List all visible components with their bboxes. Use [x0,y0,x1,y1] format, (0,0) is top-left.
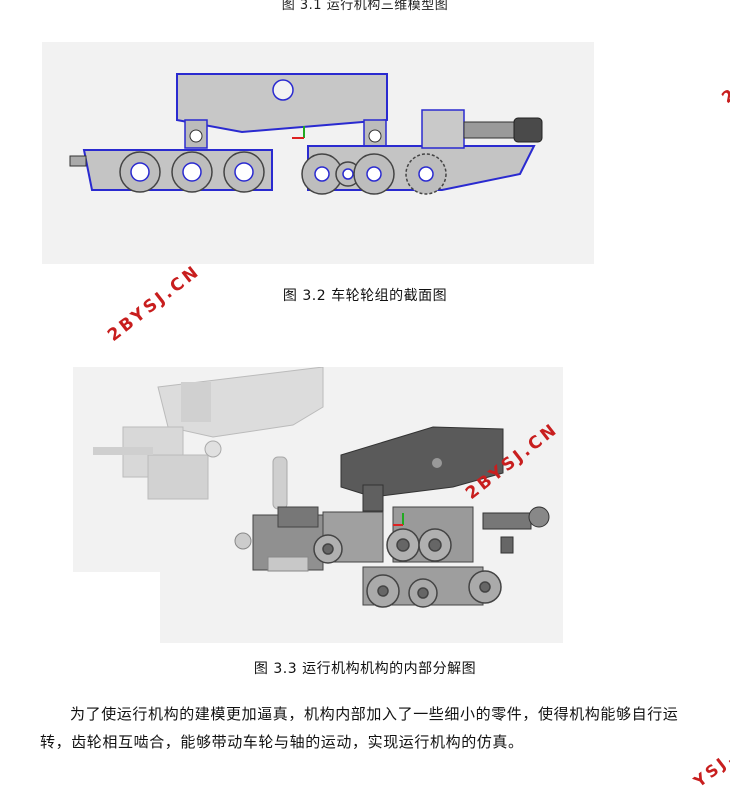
exploded-view-figure [73,366,563,643]
watermark: YSJ. [690,746,730,791]
watermark: 2 [718,83,730,107]
figure-caption-3-2: 图 3.2 车轮轮组的截面图 [282,288,448,304]
figure-caption-3-1: 图 3.1 运行机构三维模型图 [281,0,449,13]
figure-caption-3-3: 图 3.3 运行机构机构的内部分解图 [253,661,477,677]
wheel-set-section-figure [42,42,594,264]
body-paragraph: 为了使运行机构的建模更加逼真，机构内部加入了一些细小的零件，使得机构能够自行运转… [40,705,679,751]
